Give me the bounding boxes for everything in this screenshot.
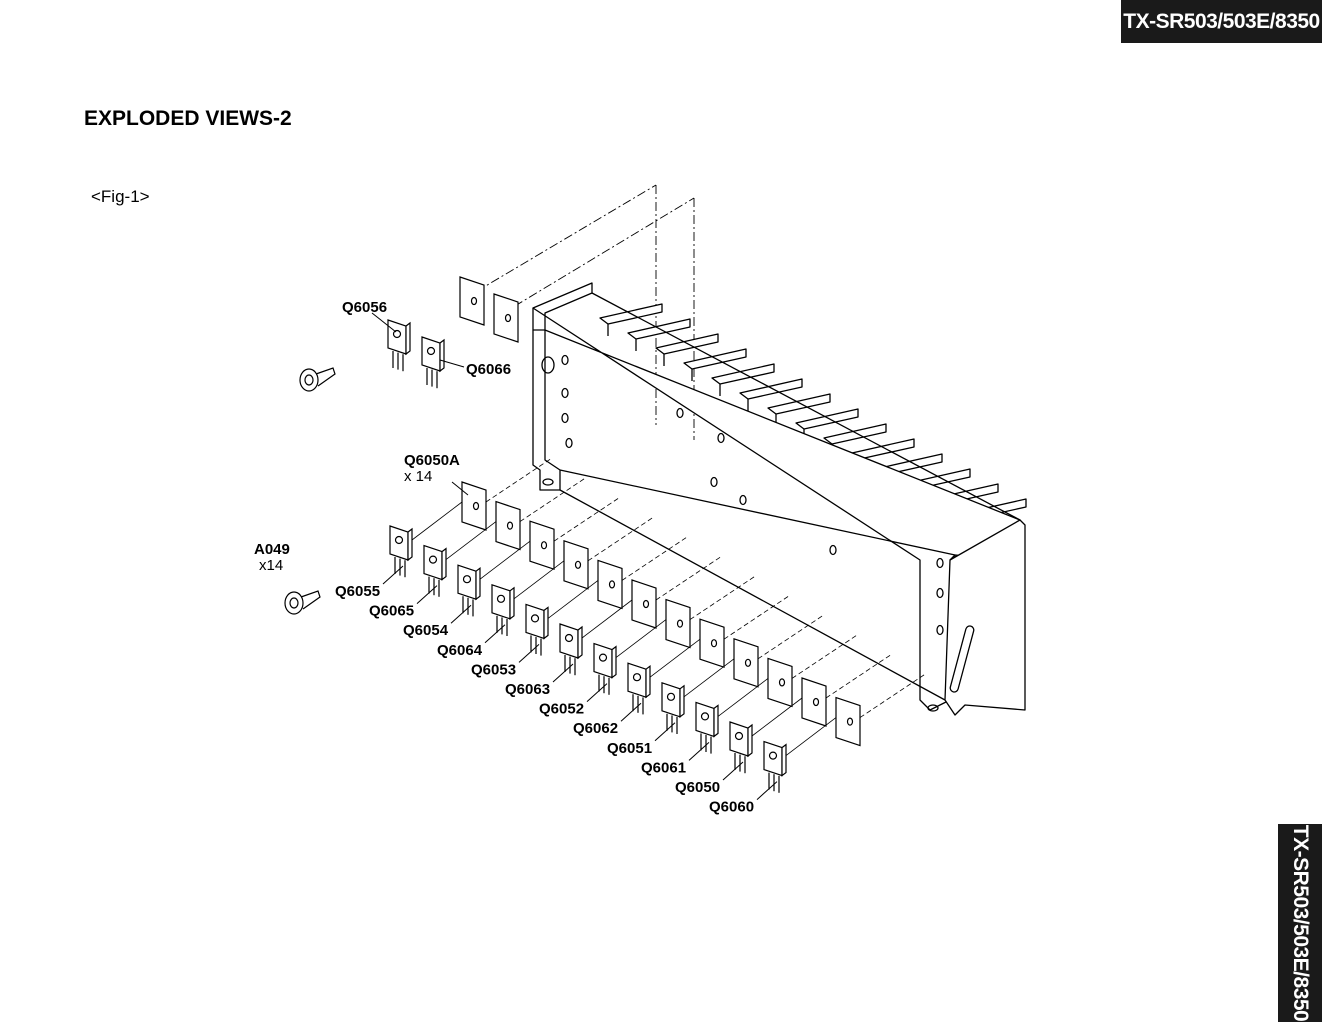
transistor-q6054 (457, 564, 481, 617)
bracket-plate (532, 282, 1026, 716)
label-q6050a: Q6050A (404, 452, 460, 469)
transistor-q6050 (729, 721, 753, 774)
transistor-q6064 (491, 583, 515, 636)
label-q6065: Q6065 (369, 603, 414, 620)
label-q6064: Q6064 (437, 642, 483, 659)
figure-label: <Fig-1> (91, 187, 150, 206)
transistor-q6055 (389, 525, 413, 578)
label-q6066: Q6066 (466, 361, 511, 378)
label-q6063: Q6063 (505, 681, 550, 698)
label-a049: A049 (254, 541, 290, 558)
transistor-q6056 (387, 319, 411, 372)
transistor-q6060 (763, 740, 787, 793)
page-title: EXPLODED VIEWS-2 (84, 107, 292, 130)
model-badge-top: TX-SR503/503E/8350 (1121, 0, 1322, 43)
transistor-q6066 (421, 336, 445, 389)
label-q6060: Q6060 (709, 799, 754, 816)
screw (299, 367, 336, 392)
label-q6050: Q6050 (675, 779, 720, 796)
plate-holes (561, 354, 944, 636)
label-q6050a-qty: x 14 (404, 468, 432, 485)
screw-a049 (284, 590, 321, 615)
transistor-q6051 (661, 681, 685, 734)
transistor-q6053 (525, 603, 549, 656)
transistor-q6061 (695, 701, 719, 754)
label-q6054: Q6054 (403, 622, 449, 639)
transistor-q6063 (559, 623, 583, 676)
model-badge-side: TX-SR503/503E/8350 (1278, 824, 1322, 1022)
label-q6051: Q6051 (607, 740, 652, 757)
label-q6061: Q6061 (641, 759, 686, 776)
transistor-q6052 (593, 642, 617, 695)
transistor-q6065 (423, 544, 447, 597)
transistor-q6062 (627, 662, 651, 715)
label-q6053: Q6053 (471, 661, 516, 678)
label-q6052: Q6052 (539, 701, 584, 718)
label-q6062: Q6062 (573, 720, 618, 737)
label-q6056: Q6056 (342, 299, 387, 316)
label-a049-qty: x14 (259, 557, 283, 574)
label-q6055: Q6055 (335, 583, 380, 600)
